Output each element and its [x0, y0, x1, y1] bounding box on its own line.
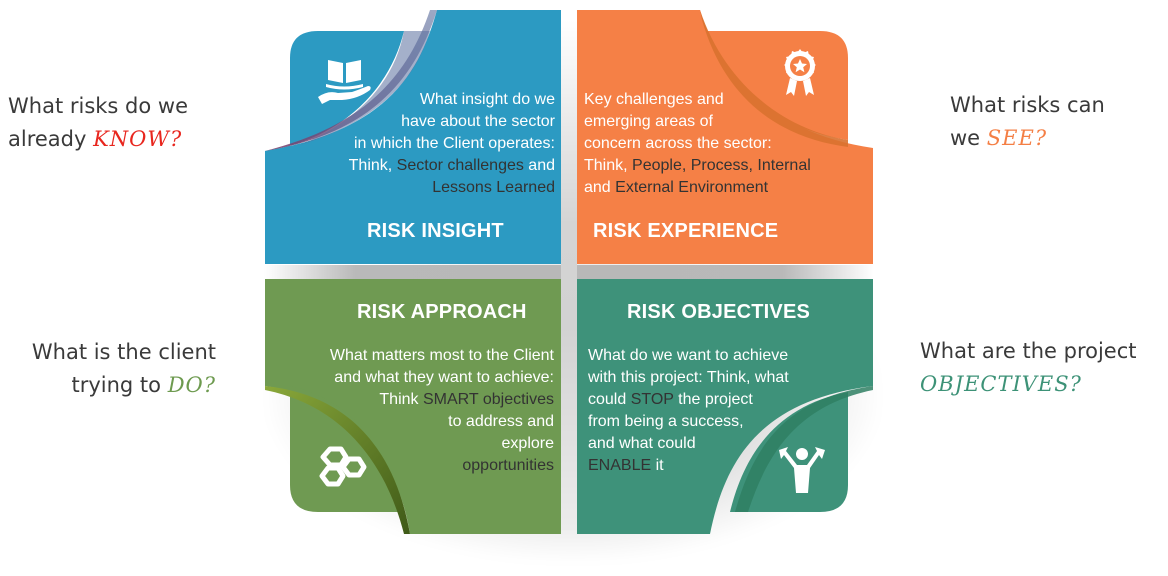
keyword-opportunities: opportunities [462, 457, 554, 474]
text-line: explore [501, 435, 554, 452]
title-risk-objectives: RISK OBJECTIVES [627, 301, 811, 323]
keyword-smart: SMART [422, 391, 479, 408]
quadrant-insight [265, 10, 561, 264]
keyword-stop: STOP [630, 391, 674, 408]
text-line: and what could [588, 435, 696, 452]
text-line: Key challenges and [584, 91, 724, 108]
highlight-objectives: OBJECTIVES? [920, 372, 1082, 396]
question-line: already [8, 127, 94, 151]
insight-description: What insight do we have about the sector… [300, 89, 555, 199]
objectives-description: What do we want to achieve with this pro… [588, 345, 858, 477]
text-line: Think [379, 391, 423, 408]
experience-description: Key challenges and emerging areas of con… [584, 89, 854, 199]
question-objectives: What are the project OBJECTIVES? [920, 335, 1137, 401]
title-risk-approach: RISK APPROACH [357, 301, 527, 323]
keyword-enable: ENABLE [588, 457, 652, 474]
question-line: What risks can [950, 93, 1105, 117]
keyword-external-environment: External Environment [615, 179, 769, 196]
text-line: and [584, 179, 616, 196]
hand-book-icon [318, 60, 371, 104]
question-line: What is the client [31, 340, 216, 364]
question-know: What risks do we already KNOW? [8, 90, 188, 156]
text-line: objectives [478, 391, 554, 408]
text-line: Think, [584, 157, 633, 174]
divider-vertical [561, 20, 577, 530]
question-line: What risks do we [8, 94, 188, 118]
title-risk-insight: RISK INSIGHT [367, 220, 504, 242]
question-line: we [950, 126, 987, 150]
text-line: emerging areas of [584, 113, 713, 130]
text-line: have about the sector [401, 113, 555, 130]
person-arms-up-icon [779, 447, 825, 493]
text-line: in which the Client operates: [354, 135, 555, 152]
text-line: to address and [448, 413, 554, 430]
text-line: What matters most to the Client [329, 347, 554, 364]
keyword-people-process: People, Process, Internal [632, 157, 811, 174]
question-line: What are the project [920, 339, 1137, 363]
title-risk-experience: RISK EXPERIENCE [593, 220, 779, 242]
question-see: What risks can we SEE? [950, 89, 1105, 155]
text-line: concern across the sector: [584, 135, 772, 152]
keyword-sector-challenges: Sector challenges [396, 157, 524, 174]
keyword-lessons-learned: Lessons Learned [432, 179, 555, 196]
text-line: What insight do we [419, 91, 555, 108]
award-ribbon-icon [784, 49, 816, 96]
highlight-know: KNOW? [93, 127, 183, 151]
quadrant-objectives [577, 279, 873, 534]
question-line: trying to [71, 373, 168, 397]
question-do: What is the client trying to DO? [32, 336, 216, 402]
text-line: and what they want to achieve: [334, 369, 554, 386]
text-line: the project [673, 391, 753, 408]
quadrant-approach [265, 279, 561, 534]
text-line: with this project: Think, what [588, 369, 789, 386]
text-line: Think, [348, 157, 397, 174]
text-line: What do we want to achieve [588, 347, 789, 364]
text-line: and [523, 157, 555, 174]
text-line: could [588, 391, 631, 408]
quadrant-experience [577, 10, 873, 264]
hexagons-icon [319, 446, 367, 487]
text-line: it [651, 457, 664, 474]
highlight-do: DO? [167, 373, 216, 397]
highlight-see: SEE? [986, 126, 1048, 150]
text-line: from being a success, [588, 413, 744, 430]
approach-description: What matters most to the Client and what… [290, 345, 554, 477]
